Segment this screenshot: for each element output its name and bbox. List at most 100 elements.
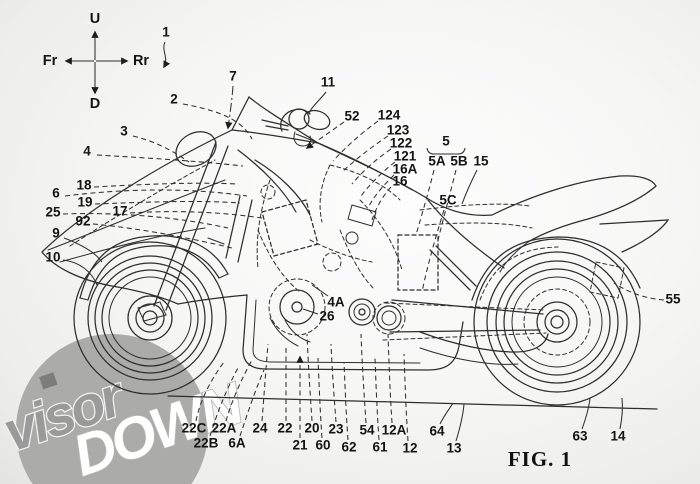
leader-line-23 [330, 343, 337, 423]
leader-line-15 [461, 169, 478, 205]
visordown-watermark: visor DOWN [0, 334, 253, 484]
leader-line-13 [455, 403, 465, 442]
compass-label-rear: Rr [133, 53, 149, 69]
figure-label-121: 121 [394, 149, 417, 164]
figure-label-124: 124 [378, 108, 401, 123]
figure-label-5C: 5C [439, 193, 457, 208]
leader-lines [62, 41, 665, 442]
watermark-circle [16, 334, 208, 484]
front-fender [79, 235, 229, 299]
figure-label-25: 25 [45, 205, 61, 220]
ground-line [167, 395, 658, 410]
leader-line-62 [343, 361, 349, 441]
leader-line-52 [305, 121, 345, 149]
leader-line-121 [360, 161, 396, 197]
leader-line-6A [239, 369, 265, 437]
figure-label-2: 2 [170, 92, 178, 107]
figure-label-5: 5 [442, 134, 450, 149]
figure-label-3: 3 [120, 124, 128, 139]
leader-line-16 [371, 186, 392, 221]
leader-line-19 [94, 200, 241, 205]
rear-wheel [473, 238, 641, 406]
leader-line-11 [308, 91, 327, 114]
handlebar-assembly [261, 108, 331, 147]
leader-line-25 [62, 213, 229, 229]
figure-label-12: 12 [402, 441, 417, 456]
front-fork [153, 141, 229, 311]
figure-label-17: 17 [112, 204, 127, 219]
leader-line-12 [403, 353, 409, 442]
figure-label-10: 10 [45, 250, 60, 265]
leader-line-5A [415, 169, 435, 236]
leader-line-24 [261, 343, 269, 422]
figure-label-64: 64 [429, 424, 445, 439]
leader-line-4 [96, 154, 244, 167]
figure-label-123: 123 [387, 123, 410, 138]
motorcycle-line-art [41, 96, 670, 410]
leader-line-2 [182, 103, 253, 140]
leader-line-5B [437, 169, 457, 241]
figure-label-122: 122 [390, 136, 413, 151]
leader-line-123 [341, 135, 389, 173]
figure-label-18: 18 [76, 178, 92, 193]
swingarm-and-drive [348, 245, 547, 341]
figure-label-55: 55 [665, 292, 681, 307]
figure-label-60: 60 [315, 438, 330, 453]
figure-label-22: 22 [277, 421, 292, 436]
rear-fender [471, 236, 641, 301]
figure-label-11: 11 [321, 75, 336, 90]
figure-label-1: 1 [162, 25, 170, 40]
compass-label-up: U [90, 11, 100, 27]
leader-line-64 [439, 402, 454, 425]
watermark-i-dot [39, 372, 58, 390]
leader-line-16A [367, 174, 395, 209]
compass-label-down: D [90, 96, 100, 112]
figure-label-6A: 6A [228, 436, 246, 451]
figure-label-62: 62 [341, 440, 356, 455]
figure-label-63: 63 [572, 429, 588, 444]
belly-pan-exhaust [242, 294, 549, 371]
leader-line-18 [93, 182, 238, 188]
figure-label-19: 19 [77, 195, 92, 210]
figure-label-54: 54 [359, 423, 375, 438]
figure-label-5B: 5B [450, 154, 468, 169]
leader-line-12A [387, 333, 393, 424]
figure-label-92: 92 [75, 214, 90, 229]
leader-line-92 [92, 223, 233, 249]
figure-label-4: 4 [83, 144, 91, 159]
label-5-bracket [426, 147, 466, 155]
leader-line-17 [129, 211, 263, 219]
figure-label-5A: 5A [428, 154, 446, 169]
figure-label-13: 13 [446, 441, 462, 456]
figure-caption: FIG. 1 [508, 447, 572, 471]
figure-label-61: 61 [372, 440, 388, 455]
leader-line-9 [63, 237, 103, 263]
leader-line-20 [306, 333, 313, 422]
figure-label-22B: 22B [194, 436, 219, 451]
headlight [175, 131, 217, 167]
figure-label-16A: 16A [393, 162, 418, 177]
front-fairing [41, 96, 319, 305]
engine-internals [256, 164, 439, 336]
front-wheel [73, 241, 227, 395]
figure-label-22C: 22C [182, 421, 207, 436]
figure-label-24: 24 [252, 421, 268, 436]
leader-line-124 [332, 120, 379, 162]
figure-label-52: 52 [344, 109, 359, 124]
leader-line-63 [581, 397, 591, 430]
figure-label-12A: 12A [382, 423, 407, 438]
leader-line-4A [311, 284, 329, 297]
compass-label-front: Fr [43, 53, 58, 69]
orientation-compass: U D Fr Rr [43, 11, 150, 112]
leader-line-6 [64, 189, 248, 197]
figure-label-20: 20 [304, 421, 319, 436]
figure-label-7: 7 [229, 69, 237, 84]
leader-line-122 [351, 148, 392, 185]
figure-label-16: 16 [392, 174, 408, 189]
leader-line-1 [163, 41, 171, 69]
figure-label-26: 26 [319, 309, 335, 324]
leader-line-54 [360, 333, 367, 424]
